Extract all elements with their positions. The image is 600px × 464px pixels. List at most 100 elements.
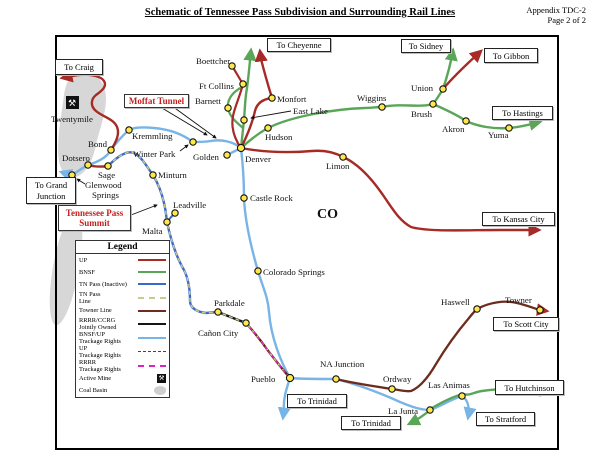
city-dot-kremmling <box>125 126 133 134</box>
city-dot-pueblo <box>285 373 295 383</box>
line-tnpass-tan-overlay <box>107 151 291 379</box>
appendix-line: Appendix TDC-2 <box>526 5 586 15</box>
legend-label: Coal Basin <box>79 387 108 395</box>
city-dot-monfort <box>268 94 276 102</box>
city-label-glenwood-1: Glenwood <box>85 180 122 190</box>
dest-box-to-grand-junction-line2: Junction <box>36 190 66 201</box>
legend-label: UP <box>79 256 88 264</box>
city-dot-barnett <box>224 104 232 112</box>
city-label-union: Union <box>411 83 434 93</box>
city-label-denver: Denver <box>245 154 271 164</box>
legend-row-active-mine: Active Mine ⚒ <box>76 373 169 385</box>
city-dot-las-animas <box>458 392 466 400</box>
line-bnsfup-front-range <box>239 147 463 412</box>
city-label-yuma: Yuma <box>488 130 509 140</box>
city-label-winter-park: Winter Park <box>133 149 176 159</box>
page-title: Schematic of Tennessee Pass Subdivision … <box>144 7 456 18</box>
legend-swatch-rrrr-trackage <box>138 364 166 367</box>
legend-swatch-rrrr-ccrg <box>138 322 166 325</box>
moffat-tunnel-label: Moffat Tunnel <box>124 94 189 108</box>
city-dot-sage <box>104 162 112 170</box>
coal-basin-southwest <box>49 210 83 326</box>
city-label-towner: Towner <box>505 295 532 305</box>
city-label-dotsero: Dotsero <box>62 153 90 163</box>
dest-box-to-gibbon: To Gibbon <box>484 48 538 63</box>
active-mine-glyph: ⚒ <box>68 98 76 108</box>
city-label-minturn: Minturn <box>158 170 187 180</box>
dest-box-to-scott-city: To Scott City <box>493 317 559 331</box>
city-label-akron: Akron <box>442 124 465 134</box>
mine-label-twentymile: Twentymile <box>51 114 93 124</box>
city-dots <box>68 62 544 414</box>
city-dot-brush <box>429 100 437 108</box>
city-label-na-junction: NA Junction <box>320 359 365 369</box>
appendix-note: Appendix TDC-2 Page 2 of 2 <box>526 5 586 25</box>
dest-box-to-trinidad-lajunta: To Trinidad <box>341 416 401 430</box>
page-number: Page 2 of 2 <box>547 14 586 25</box>
dest-box-to-grand-junction-line1: To Grand <box>34 179 68 190</box>
city-dot-malta <box>163 218 171 226</box>
legend-swatch-towner <box>138 309 166 312</box>
line-bnsf-brush-sidney <box>432 47 458 105</box>
city-dot-canon-city <box>242 319 250 327</box>
legend-label: BNSF <box>79 268 95 276</box>
legend-label: TN Pass (Inactive) <box>79 280 127 288</box>
city-label-barnett: Barnett <box>195 96 221 106</box>
city-label-haswell: Haswell <box>441 297 470 307</box>
city-dot-hudson <box>264 124 272 132</box>
coal-basin-legend-icon <box>153 385 167 397</box>
city-label-la-junta: La Junta <box>388 406 418 416</box>
winterpark-pointer-arrow <box>179 144 189 152</box>
city-label-malta: Malta <box>142 226 163 236</box>
dest-box-to-sidney: To Sidney <box>401 39 451 53</box>
city-label-castle-rock: Castle Rock <box>250 193 293 203</box>
city-dot-yuma <box>505 124 513 132</box>
legend-row-coal-basin: Coal Basin <box>76 385 169 397</box>
city-label-canon-city: Cañon City <box>198 328 239 338</box>
city-label-colorado-springs: Colorado Springs <box>263 267 325 277</box>
city-dot-winter-park <box>189 138 197 146</box>
dest-box-to-cheyenne: To Cheyenne <box>267 38 331 52</box>
city-dot-ft-collins <box>239 80 247 88</box>
city-dot-towner <box>536 306 544 314</box>
moffat-pointer-arrow-1 <box>161 107 208 136</box>
line-towner <box>335 300 541 393</box>
city-dot-leadville <box>171 209 179 217</box>
city-label-leadville: Leadville <box>173 200 206 210</box>
city-label-boettcher: Boettcher <box>196 56 230 66</box>
city-dot-castle-rock <box>240 194 248 202</box>
map-border <box>55 35 559 450</box>
legend-swatch-bnsf <box>138 271 166 274</box>
city-dot-minturn <box>149 171 157 179</box>
legend-title: Legend <box>76 241 169 254</box>
city-dot-haswell <box>473 305 481 313</box>
city-label-monfort: Monfort <box>277 94 307 104</box>
tennessee-pass-summit-label: Tennessee Pass Summit <box>58 205 131 231</box>
city-label-east-lake: East Lake <box>293 106 328 116</box>
dest-box-to-stratford: To Stratford <box>476 412 535 426</box>
city-label-pueblo: Pueblo <box>251 374 276 384</box>
city-label-bond: Bond <box>88 139 108 149</box>
city-dot-la-junta <box>426 406 434 414</box>
city-dot-ordway <box>388 385 396 393</box>
tnsummit-pointer-arrow <box>130 204 158 216</box>
dest-box-to-craig: To Craig <box>55 59 103 75</box>
city-dot-na-junction <box>332 375 340 383</box>
city-label-wiggins: Wiggins <box>357 93 387 103</box>
dest-box-to-hastings: To Hastings <box>492 106 553 120</box>
legend-swatch-up <box>138 259 166 262</box>
city-dot-denver <box>236 143 246 153</box>
city-dot-akron <box>462 117 470 125</box>
line-up-ftcollins-denver <box>231 83 245 149</box>
city-label-brush: Brush <box>411 109 433 119</box>
city-label-limon: Limon <box>326 161 350 171</box>
legend-swatch-tnpass-inactive <box>138 283 166 286</box>
legend-row-tnpass-inactive: TN Pass (Inactive) <box>76 278 169 290</box>
city-label-ordway: Ordway <box>383 374 412 384</box>
legend-swatch-bnsfup-trackage <box>138 336 166 339</box>
